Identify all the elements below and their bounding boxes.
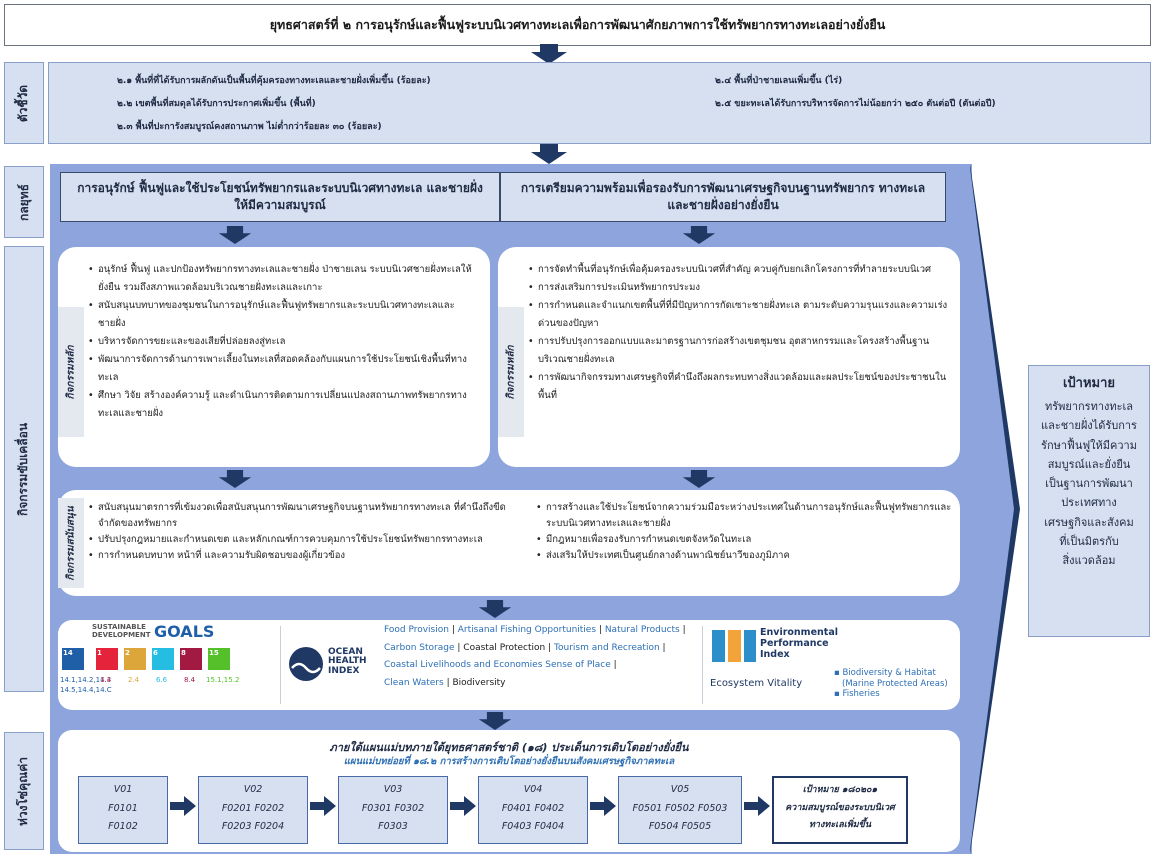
sdg-1-icon: 1 <box>96 648 118 670</box>
support-activities-tag: กิจกรรมสนับสนุน <box>58 498 84 588</box>
indicator-2-1: ๒.๑ พื้นที่ที่ได้รับการผลักดันเป็นพื้นที… <box>117 76 431 86</box>
indicators-label: ตัวชี้วัด <box>16 84 31 122</box>
ecosystem-vitality-label: Ecosystem Vitality <box>710 678 803 689</box>
indicator-2-5: ๒.๕ ขยะทะเลได้รับการบริหารจัดการไม่น้อยก… <box>715 99 996 109</box>
main-activities-tag: กิจกรรมหลัก <box>58 307 84 437</box>
list-item: สนับสนุนมาตรการที่เข้มงวดเพื่อสนับสนุนกา… <box>88 500 528 532</box>
value-chain-heading: ภายใต้แผนแม่บทภายใต้ยุทธศาสตร์ชาติ (๑๘) … <box>329 741 689 754</box>
ocean-health-index-logo: OCEAN HEALTH INDEX <box>328 647 367 676</box>
indicator-2-3: ๒.๓ พื้นที่ปะการังสมบูรณ์คงสถานภาพ ไม่ต่… <box>117 122 382 132</box>
list-item: ปรับปรุงกฎหมายและกำหนดเขต และหลักเกณฑ์กา… <box>88 532 528 548</box>
epi-items: ▪ Biodiversity & Habitat (Marine Protect… <box>834 668 948 700</box>
sdg-goals-text: GOALS <box>154 622 215 641</box>
list-item: การจัดทำพื้นที่อนุรักษ์เพื่อคุ้มครองระบบ… <box>528 261 952 279</box>
list-item: พัฒนาการจัดการด้านการเพาะเลี้ยงในทะเลที่… <box>88 351 482 387</box>
chevron-right-icon <box>970 164 1020 854</box>
epi-logo-icon <box>712 630 756 662</box>
value-chain-label: ห่วงโซ่คุณค่า <box>16 756 31 826</box>
list-item: ส่งเสริมให้ประเทศเป็นศูนย์กลางด้านพาณิชย… <box>536 548 954 564</box>
list-item: การกำหนดบทบาท หน้าที่ และความรับผิดชอบขอ… <box>88 548 528 564</box>
divider <box>702 626 703 704</box>
value-chain-tab: ห่วงโซ่คุณค่า <box>4 732 44 850</box>
goal-text: ทรัพยากรทางทะเล และชายฝั่งได้รับการ รักษ… <box>1041 400 1137 567</box>
list-item: การปรับปรุงการออกแบบและมาตรฐานการก่อสร้า… <box>528 333 952 369</box>
goal-box: เป้าหมาย ทรัพยากรทางทะเล และชายฝั่งได้รั… <box>1028 365 1150 637</box>
right-arrow-icon <box>590 796 616 816</box>
list-item: สนับสนุนบทบาทของชุมชนในการอนุรักษ์และฟื้… <box>88 297 482 333</box>
down-arrow-icon <box>682 470 716 488</box>
down-arrow-icon <box>478 712 512 730</box>
strategy-title: ยุทธศาสตร์ที่ ๒ การอนุรักษ์และฟื้นฟูระบบ… <box>4 4 1151 46</box>
down-arrow-icon <box>478 600 512 618</box>
sdg-8-icon: 8 <box>180 648 202 670</box>
main-activities-tag: กิจกรรมหลัก <box>498 307 524 437</box>
value-chain-subheading: แผนแม่บทย่อยที่ ๑๘.๒ การสร้างการเติบโตอย… <box>343 756 675 767</box>
indicator-2-2: ๒.๒ เขตพื้นที่สมดุลได้รับการประกาศเพิ่มข… <box>117 99 316 109</box>
ocean-health-index-goals: Food Provision | Artisanal Fishing Oppor… <box>384 625 686 688</box>
down-arrow-icon <box>531 144 567 164</box>
divider <box>280 626 281 704</box>
right-arrow-icon <box>744 796 770 816</box>
drivers-tab: กิจกรรมขับเคลื่อน <box>4 246 44 692</box>
list-item: อนุรักษ์ ฟื้นฟู และปกป้องทรัพยากรทางทะเล… <box>88 261 482 297</box>
strategy-left: การอนุรักษ์ ฟื้นฟูและใช้ประโยชน์ทรัพยากร… <box>60 172 500 222</box>
down-arrow-icon <box>531 44 567 64</box>
list-item: การพัฒนากิจกรรมทางเศรษฐกิจที่คำนึงถึงผลก… <box>528 369 952 405</box>
list-item: การสร้างและใช้ประโยชน์จากความร่วมมือระหว… <box>536 500 954 532</box>
right-arrow-icon <box>170 796 196 816</box>
indices-panel: SUSTAINABLE DEVELOPMENT GOALS 14 1 2 6 8… <box>58 620 960 710</box>
strategy-tab: กลยุทธ์ <box>4 166 44 238</box>
list-item: บริหารจัดการขยะและของเสียที่ปล่อยลงสู่ทะ… <box>88 333 482 351</box>
main-activities-right: กิจกรรมหลัก การจัดทำพื้นที่อนุรักษ์เพื่อ… <box>498 247 960 467</box>
indicators-tab: ตัวชี้วัด <box>4 62 44 144</box>
strategy-label: กลยุทธ์ <box>16 183 31 221</box>
epi-title: Environmental Performance Index <box>760 627 838 660</box>
right-arrow-icon <box>450 796 476 816</box>
main-activities-right-list: การจัดทำพื้นที่อนุรักษ์เพื่อคุ้มครองระบบ… <box>528 261 952 405</box>
list-item: การส่งเสริมการประเมินทรัพยากรประมง <box>528 279 952 297</box>
support-activities: กิจกรรมสนับสนุน สนับสนุนมาตรการที่เข้มงว… <box>58 490 960 596</box>
down-arrow-icon <box>218 226 252 244</box>
down-arrow-icon <box>682 226 716 244</box>
sdg-6-icon: 6 <box>152 648 174 670</box>
strategy-right: การเตรียมความพร้อมเพื่อรองรับการพัฒนาเศร… <box>500 172 946 222</box>
main-activities-left: กิจกรรมหลัก อนุรักษ์ ฟื้นฟู และปกป้องทรั… <box>58 247 490 467</box>
target-box: เป้าหมาย ๑๘๐๒๐๑ความสมบูรณ์ของระบบนิเวศทา… <box>772 776 908 844</box>
list-item: การกำหนดและจำแนกเขตพื้นที่ที่มีปัญหาการก… <box>528 297 952 333</box>
indicators-panel: ๒.๑ พื้นที่ที่ได้รับการผลักดันเป็นพื้นที… <box>48 62 1151 144</box>
list-item: มีกฎหมายเพื่อรองรับการกำหนดเขตจังหวัดในท… <box>536 532 954 548</box>
sdg-15-icon: 15 <box>208 648 230 670</box>
right-arrow-icon <box>310 796 336 816</box>
sdg-logo: SUSTAINABLE DEVELOPMENT <box>92 623 151 639</box>
goal-title: เป้าหมาย <box>1062 376 1116 391</box>
sdg-14-icon: 14 <box>62 648 84 670</box>
ocean-health-index-icon <box>289 647 323 681</box>
support-activities-left-list: สนับสนุนมาตรการที่เข้มงวดเพื่อสนับสนุนกา… <box>88 500 528 565</box>
sdg-2-icon: 2 <box>124 648 146 670</box>
drivers-label: กิจกรรมขับเคลื่อน <box>16 422 31 516</box>
main-activities-left-list: อนุรักษ์ ฟื้นฟู และปกป้องทรัพยากรทางทะเล… <box>88 261 482 423</box>
down-arrow-icon <box>218 470 252 488</box>
indicator-2-4: ๒.๔ พื้นที่ป่าชายเลนเพิ่มขึ้น (ไร่) <box>715 76 843 86</box>
list-item: ศึกษา วิจัย สร้างองค์ความรู้ และดำเนินกา… <box>88 387 482 423</box>
support-activities-right-list: การสร้างและใช้ประโยชน์จากความร่วมมือระหว… <box>536 500 954 565</box>
